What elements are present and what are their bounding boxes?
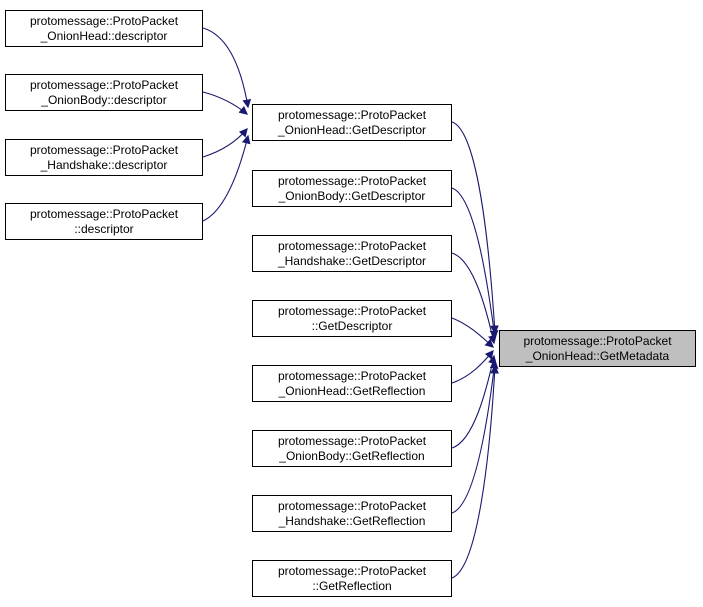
edge-onionhead-getreflection-to-onionhead-getmetadata bbox=[451, 349, 494, 384]
node-label-line2: _Handshake::GetReflection bbox=[278, 513, 426, 528]
node-onionbody-getdescriptor[interactable]: protomessage::ProtoPacket _OnionBody::Ge… bbox=[252, 170, 452, 207]
edge-onionbody-getreflection-to-onionhead-getmetadata bbox=[451, 354, 497, 449]
edge-protopacket-getdescriptor-to-onionhead-getmetadata bbox=[451, 317, 494, 348]
edge-handshake-getdescriptor-to-onionhead-getmetadata bbox=[451, 252, 497, 345]
node-label-line1: protomessage::ProtoPacket bbox=[277, 433, 427, 448]
node-label-line2: ::GetDescriptor bbox=[311, 318, 393, 333]
node-label-line1: protomessage::ProtoPacket bbox=[29, 13, 179, 28]
node-label-line2: _OnionHead::GetMetadata bbox=[525, 348, 670, 363]
node-label-line1: protomessage::ProtoPacket bbox=[29, 142, 179, 157]
edge-onionbody-descriptor-to-onionhead-getdescriptor bbox=[202, 91, 249, 115]
node-onionhead-getreflection[interactable]: protomessage::ProtoPacket _OnionHead::Ge… bbox=[252, 365, 452, 402]
node-label-line1: protomessage::ProtoPacket bbox=[523, 333, 672, 348]
node-label-line2: ::GetReflection bbox=[312, 578, 392, 593]
node-handshake-descriptor[interactable]: protomessage::ProtoPacket _Handshake::de… bbox=[5, 139, 203, 176]
node-protopacket-getreflection[interactable]: protomessage::ProtoPacket ::GetReflectio… bbox=[252, 560, 452, 597]
node-label-line2: _OnionHead::GetReflection bbox=[278, 383, 426, 398]
node-handshake-getreflection[interactable]: protomessage::ProtoPacket _Handshake::Ge… bbox=[252, 495, 452, 532]
node-label-line2: _OnionHead::descriptor bbox=[40, 28, 168, 43]
node-onionbody-getreflection[interactable]: protomessage::ProtoPacket _OnionBody::Ge… bbox=[252, 430, 452, 467]
node-handshake-getdescriptor[interactable]: protomessage::ProtoPacket _Handshake::Ge… bbox=[252, 235, 452, 272]
edge-onionhead-descriptor-to-onionhead-getdescriptor bbox=[202, 27, 252, 109]
node-label-line2: _Handshake::GetDescriptor bbox=[277, 253, 427, 268]
edge-onionhead-getdescriptor-to-onionhead-getmetadata bbox=[451, 121, 499, 335]
node-label-line1: protomessage::ProtoPacket bbox=[29, 77, 179, 92]
node-label-line1: protomessage::ProtoPacket bbox=[277, 238, 427, 253]
node-onionhead-getmetadata: protomessage::ProtoPacket _OnionHead::Ge… bbox=[499, 330, 696, 367]
edge-handshake-getreflection-to-onionhead-getmetadata bbox=[451, 359, 499, 514]
node-label-line2: _Handshake::descriptor bbox=[40, 157, 168, 172]
node-label-line1: protomessage::ProtoPacket bbox=[277, 173, 427, 188]
edge-protopacket-descriptor-to-onionhead-getdescriptor bbox=[202, 134, 251, 222]
node-onionhead-getdescriptor[interactable]: protomessage::ProtoPacket _OnionHead::Ge… bbox=[252, 104, 452, 141]
node-label-line2: ::descriptor bbox=[74, 221, 134, 236]
node-label-line1: protomessage::ProtoPacket bbox=[277, 498, 427, 513]
node-label-line2: _OnionHead::GetDescriptor bbox=[277, 122, 427, 137]
node-label-line1: protomessage::ProtoPacket bbox=[29, 206, 179, 221]
node-protopacket-descriptor[interactable]: protomessage::ProtoPacket ::descriptor bbox=[5, 203, 203, 240]
node-label-line1: protomessage::ProtoPacket bbox=[277, 107, 427, 122]
node-protopacket-getdescriptor[interactable]: protomessage::ProtoPacket ::GetDescripto… bbox=[252, 300, 452, 337]
node-label-line2: _OnionBody::GetDescriptor bbox=[278, 188, 426, 203]
node-label-line1: protomessage::ProtoPacket bbox=[277, 563, 427, 578]
node-onionhead-descriptor[interactable]: protomessage::ProtoPacket _OnionHead::de… bbox=[5, 10, 203, 47]
edge-handshake-descriptor-to-onionhead-getdescriptor bbox=[202, 127, 248, 158]
edge-onionbody-getdescriptor-to-onionhead-getmetadata bbox=[451, 187, 499, 340]
node-onionbody-descriptor[interactable]: protomessage::ProtoPacket _OnionBody::de… bbox=[5, 74, 203, 111]
edge-protopacket-getreflection-to-onionhead-getmetadata bbox=[451, 364, 499, 579]
node-label-line1: protomessage::ProtoPacket bbox=[277, 368, 427, 383]
node-label-line2: _OnionBody::descriptor bbox=[41, 92, 167, 107]
node-label-line2: _OnionBody::GetReflection bbox=[279, 448, 425, 463]
node-label-line1: protomessage::ProtoPacket bbox=[277, 303, 427, 318]
